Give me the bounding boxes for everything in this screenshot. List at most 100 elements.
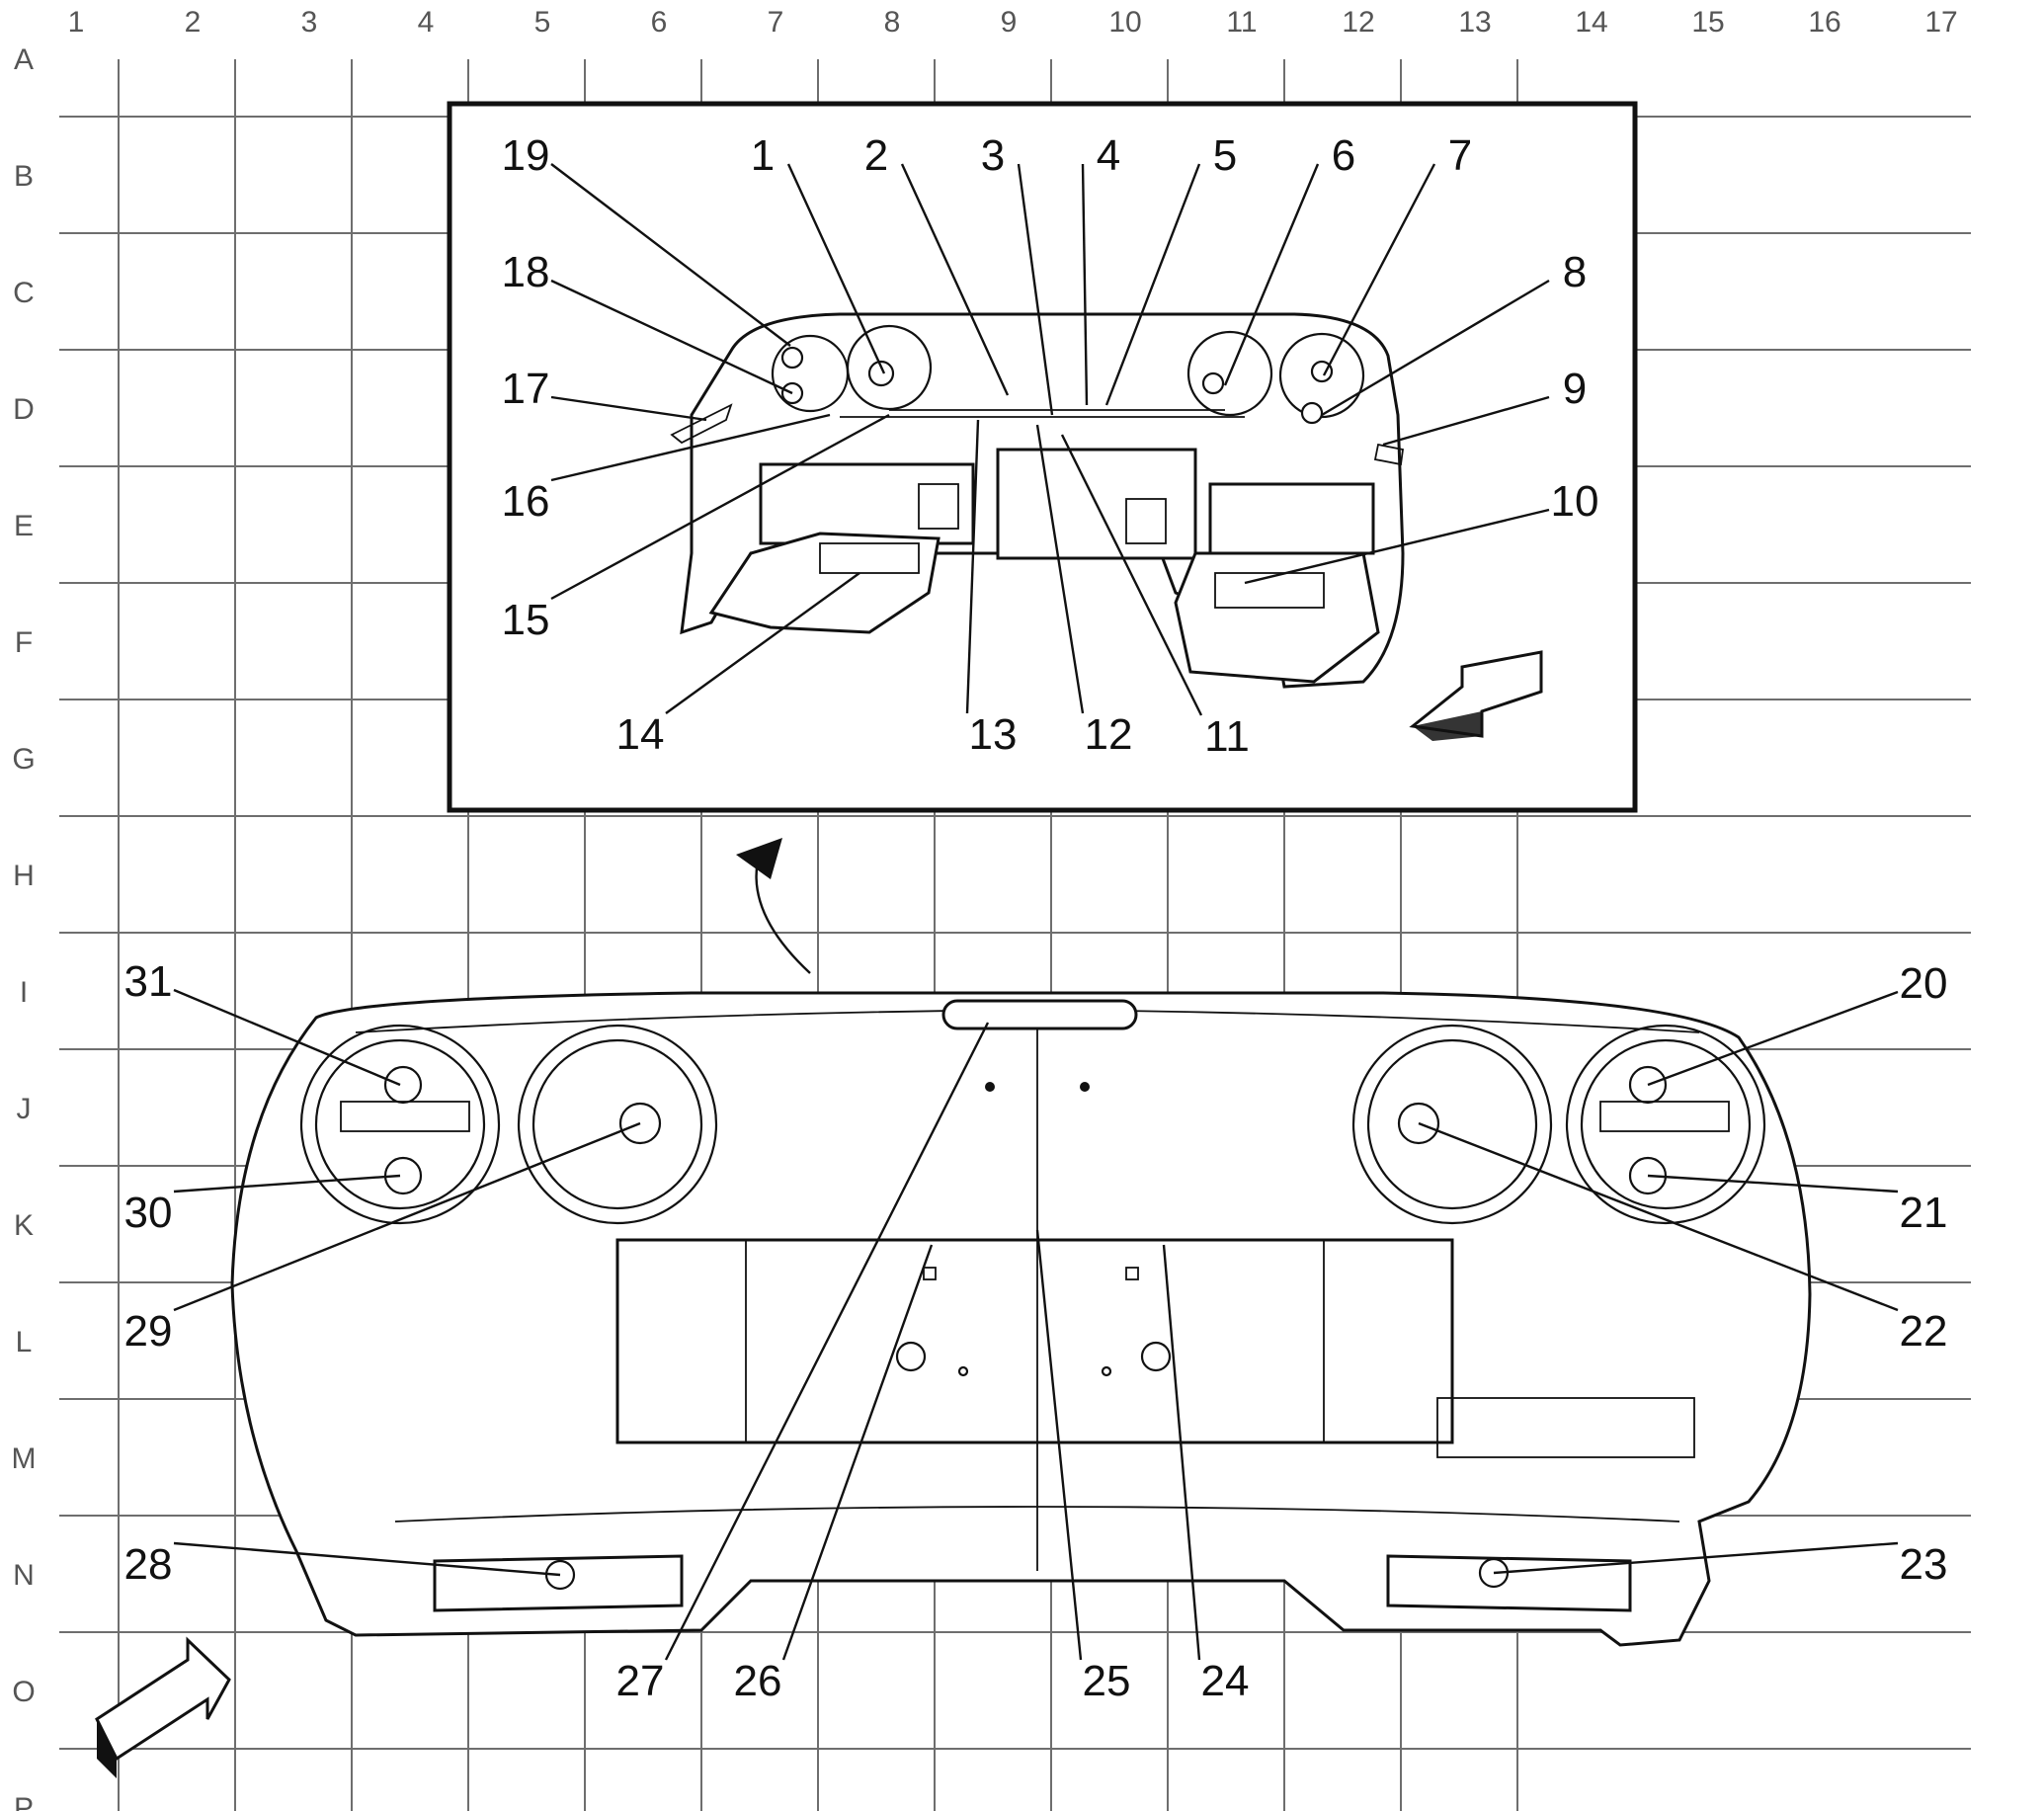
grid-row-label: F xyxy=(15,626,33,659)
leader-line xyxy=(550,279,793,395)
grid-column-label: 1 xyxy=(68,6,85,39)
callout-label: 13 xyxy=(969,710,1018,759)
callout-label: 29 xyxy=(124,1307,173,1356)
callout-label: 6 xyxy=(1332,131,1355,180)
leader-line xyxy=(786,163,886,374)
leader-line xyxy=(173,1541,561,1577)
callout-label: 15 xyxy=(502,596,550,644)
grid-column-label: 2 xyxy=(185,6,202,39)
leader-line xyxy=(900,163,1010,396)
grid-row-label: A xyxy=(14,43,34,76)
main-vehicle-rear xyxy=(230,991,1812,1647)
callout-label: 11 xyxy=(1204,712,1250,761)
grid-row-label: D xyxy=(13,393,35,426)
callout-label: 1 xyxy=(751,131,775,180)
grid-column-label: 3 xyxy=(301,6,318,39)
grid-column-label: 6 xyxy=(651,6,668,39)
leader-line xyxy=(550,163,791,347)
grid-row-label: K xyxy=(14,1209,34,1242)
leader-line xyxy=(665,572,860,714)
leader-line xyxy=(1647,990,1899,1087)
callout-label: 8 xyxy=(1563,248,1587,296)
callout-label: 9 xyxy=(1563,365,1587,413)
grid-row-label: L xyxy=(16,1326,33,1358)
leader-line xyxy=(1382,395,1550,447)
grid-column-label: 17 xyxy=(1924,6,1957,39)
main-direction-arrow xyxy=(95,1636,231,1762)
leader-line xyxy=(173,1174,401,1194)
callout-label: 20 xyxy=(1900,959,1948,1008)
leader-line xyxy=(550,413,890,601)
leader-line xyxy=(664,1022,990,1661)
callout-label: 31 xyxy=(124,957,173,1006)
callout-label: 5 xyxy=(1213,131,1237,180)
grid-row-label: I xyxy=(20,976,28,1009)
grid-column-label: 8 xyxy=(884,6,901,39)
callout-label: 30 xyxy=(124,1189,173,1237)
callout-label: 19 xyxy=(502,131,550,180)
callout-label: 17 xyxy=(502,365,550,413)
grid-column-label: 5 xyxy=(534,6,551,39)
callout-label: 4 xyxy=(1097,131,1120,180)
callout-label: 12 xyxy=(1085,710,1133,759)
leader-line xyxy=(173,988,401,1087)
grid-column-label: 4 xyxy=(418,6,435,39)
leader-line xyxy=(1081,163,1089,406)
grid-column-label: 12 xyxy=(1342,6,1374,39)
leader-line xyxy=(1035,1229,1083,1661)
leader-line xyxy=(550,413,831,482)
leader-line xyxy=(1244,508,1550,585)
leader-line xyxy=(1647,1174,1899,1194)
grid-column-label: 10 xyxy=(1108,6,1141,39)
callout-label: 16 xyxy=(502,477,550,526)
grid-column-label: 13 xyxy=(1458,6,1491,39)
grid-row-label: M xyxy=(12,1442,37,1475)
grid-row-label: G xyxy=(12,743,35,776)
leader-line xyxy=(965,419,980,714)
leader-line xyxy=(550,395,707,422)
callout-label: 25 xyxy=(1083,1657,1131,1705)
callout-label: 7 xyxy=(1448,131,1472,180)
grid-column-label: 14 xyxy=(1575,6,1607,39)
leader-line xyxy=(1162,1244,1201,1661)
grid-row-label: C xyxy=(13,277,35,309)
leader-lines xyxy=(173,163,1899,1661)
grid-row-label: P xyxy=(14,1792,34,1811)
leader-line xyxy=(1223,163,1320,386)
callout-label: 2 xyxy=(864,131,888,180)
leader-line xyxy=(1493,1541,1899,1575)
grid-row-label: B xyxy=(14,160,34,193)
callout-label: 24 xyxy=(1201,1657,1250,1705)
leader-line xyxy=(1322,163,1436,376)
leader-line xyxy=(1017,163,1054,416)
leader-line xyxy=(1104,163,1201,406)
callout-label: 23 xyxy=(1900,1540,1948,1589)
inset-vehicle-underside xyxy=(670,312,1405,689)
leader-line xyxy=(1321,279,1550,417)
leader-line xyxy=(781,1244,934,1661)
grid-column-label: 9 xyxy=(1001,6,1018,39)
callout-label: 28 xyxy=(124,1540,173,1589)
callout-label: 3 xyxy=(981,131,1005,180)
leader-line xyxy=(1418,1121,1899,1312)
leader-line xyxy=(173,1121,641,1312)
callout-label: 18 xyxy=(502,248,550,296)
leader-line xyxy=(1035,424,1085,714)
grid-column-label: 11 xyxy=(1226,6,1257,39)
grid-row-label: H xyxy=(13,860,35,892)
grid-row-label: N xyxy=(13,1559,35,1592)
grid-row-label: O xyxy=(12,1676,35,1708)
callout-label: 22 xyxy=(1900,1307,1948,1356)
grid-row-label: E xyxy=(14,510,34,542)
callout-label: 14 xyxy=(616,710,665,759)
grid-column-label: 16 xyxy=(1808,6,1840,39)
callout-label: 21 xyxy=(1900,1189,1948,1237)
grid-column-label: 7 xyxy=(768,6,784,39)
grid-column-label: 15 xyxy=(1691,6,1724,39)
callout-label: 26 xyxy=(734,1657,782,1705)
callout-label: 27 xyxy=(616,1657,665,1705)
callout-label: 10 xyxy=(1551,477,1599,526)
